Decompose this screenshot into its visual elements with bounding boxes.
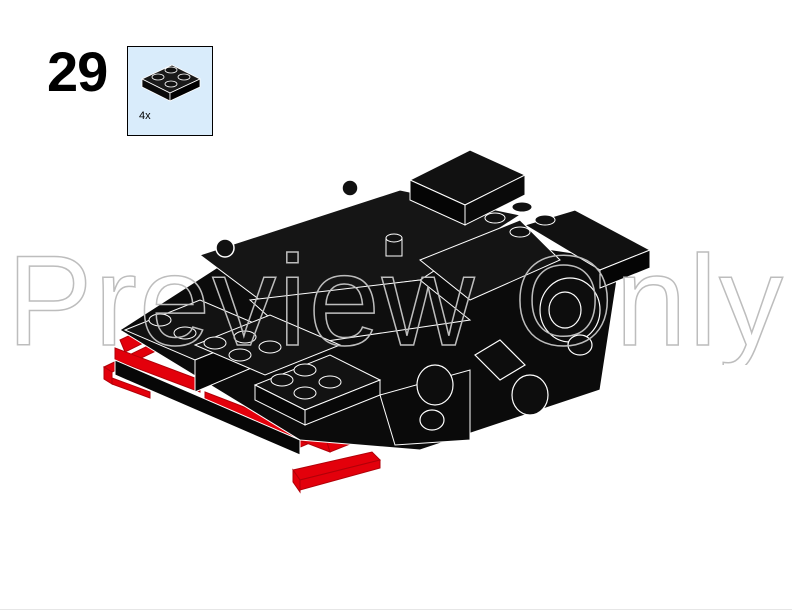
page-bottom-rule	[0, 609, 792, 610]
clips	[215, 179, 359, 258]
chassis-body	[114, 149, 652, 456]
step-number: 29	[47, 40, 108, 103]
studs	[148, 201, 556, 400]
parts-callout: 4x	[127, 46, 213, 136]
wheel-parts	[416, 277, 601, 431]
black-2x2-plate-icon	[141, 64, 201, 102]
model-build-illustration	[102, 149, 652, 494]
part-quantity: 4x	[139, 110, 151, 122]
pin	[385, 233, 403, 257]
